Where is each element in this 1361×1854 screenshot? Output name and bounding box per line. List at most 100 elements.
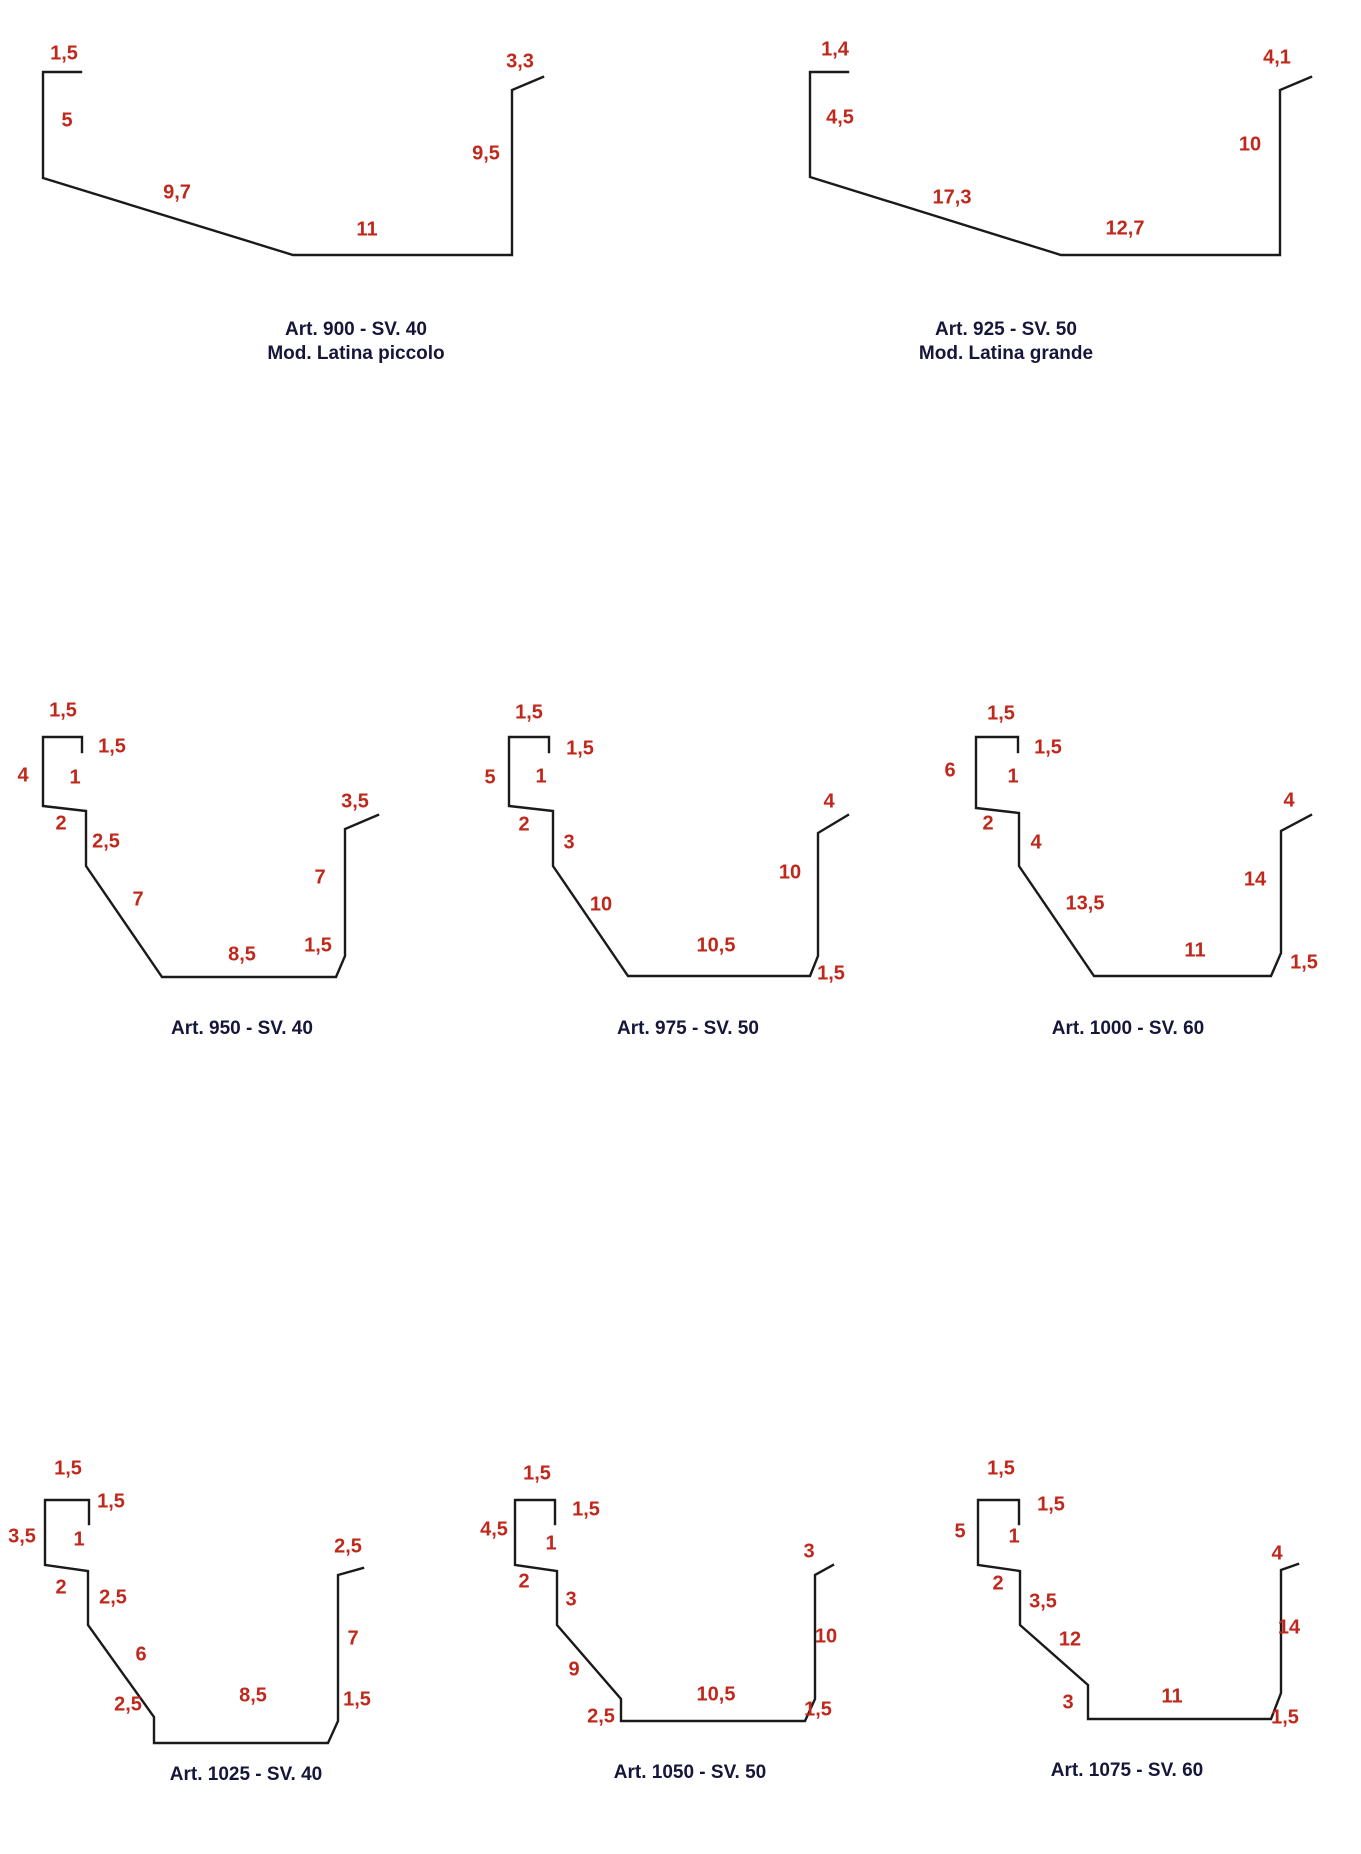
dimension-label: 7	[347, 1627, 358, 1649]
dimension-label: 10	[590, 893, 612, 915]
dimension-label: 2	[55, 1576, 66, 1598]
dimension-label: 1,5	[49, 699, 77, 721]
dimension-label: 3	[803, 1540, 814, 1562]
dimension-label: 11	[1161, 1685, 1182, 1707]
dimension-label: 6	[944, 759, 955, 781]
dimension-label: 2	[992, 1572, 1003, 1594]
dimension-label: 10	[1239, 133, 1261, 155]
model-caption: Mod. Latina piccolo	[267, 343, 444, 364]
dimension-label: 3,3	[506, 50, 534, 72]
dimension-label: 12	[1059, 1628, 1081, 1650]
dimension-label: 11	[356, 218, 377, 240]
gutter-profile-outline	[41, 735, 380, 979]
dimension-label: 4,5	[826, 106, 854, 128]
dimension-label: 4	[823, 790, 835, 812]
dimension-label: 1,5	[1290, 951, 1318, 973]
article-caption: Art. 1000 - SV. 60	[1052, 1018, 1204, 1039]
dimension-label: 1,5	[304, 934, 332, 956]
dimension-label: 9,5	[472, 142, 500, 164]
dimension-label: 5	[484, 766, 495, 788]
dimension-label: 1,5	[1037, 1493, 1065, 1515]
dimension-label: 9,7	[163, 181, 191, 203]
article-caption: Art. 950 - SV. 40	[171, 1018, 313, 1039]
dimension-label: 3	[563, 831, 574, 853]
dimension-label: 4	[1030, 831, 1042, 853]
dimension-label: 17,3	[933, 186, 972, 208]
dimension-label: 2	[982, 812, 993, 834]
dimension-label: 3,5	[8, 1525, 36, 1547]
dimension-label: 1,5	[566, 737, 594, 759]
dimension-label: 11	[1184, 939, 1205, 961]
dimension-label: 3,5	[341, 790, 369, 812]
dimension-label: 3	[565, 1588, 576, 1610]
dimension-label: 2,5	[587, 1705, 615, 1727]
dimension-label: 1	[1007, 765, 1018, 787]
dimension-label: 1	[69, 766, 80, 788]
dimension-label: 13,5	[1066, 892, 1105, 914]
dimension-label: 1,5	[987, 1457, 1015, 1479]
dimension-label: 1,5	[50, 42, 78, 64]
dimension-label: 2	[518, 1570, 529, 1592]
gutter-profile-outline	[507, 735, 850, 978]
model-caption: Mod. Latina grande	[919, 343, 1093, 364]
dimension-label: 1,5	[1271, 1706, 1299, 1728]
dimension-label: 2,5	[114, 1693, 142, 1715]
article-caption: Art. 975 - SV. 50	[617, 1018, 759, 1039]
dimension-label: 2	[55, 812, 66, 834]
dimension-label: 12,7	[1106, 217, 1145, 239]
dimension-label: 8,5	[228, 943, 256, 965]
dimension-label: 1,5	[1034, 736, 1062, 758]
dimension-label: 1,5	[343, 1688, 371, 1710]
dimension-label: 14	[1244, 868, 1267, 890]
dimension-label: 14	[1278, 1616, 1301, 1638]
dimension-label: 10,5	[697, 1683, 736, 1705]
dimension-label: 4,1	[1263, 46, 1291, 68]
dimension-label: 6	[135, 1643, 146, 1665]
dimension-label: 1,5	[97, 1490, 125, 1512]
dimension-label: 7	[132, 888, 143, 910]
article-caption: Art. 900 - SV. 40	[285, 319, 427, 340]
dimension-label: 2	[518, 813, 529, 835]
dimension-label: 8,5	[239, 1684, 267, 1706]
dimension-label: 1,5	[54, 1457, 82, 1479]
dimension-label: 5	[61, 109, 72, 131]
dimension-label: 1,5	[817, 962, 845, 984]
article-caption: Art. 925 - SV. 50	[935, 319, 1077, 340]
dimension-label: 1,4	[821, 38, 850, 60]
dimension-label: 1,5	[572, 1498, 600, 1520]
article-caption: Art. 1075 - SV. 60	[1051, 1760, 1203, 1781]
dimension-label: 1	[545, 1532, 556, 1554]
article-caption: Art. 1025 - SV. 40	[170, 1764, 322, 1785]
gutter-profile-outline	[43, 1498, 365, 1745]
dimension-label: 1,5	[523, 1462, 551, 1484]
gutter-profile-outline	[974, 735, 1313, 978]
dimension-label: 10	[779, 861, 801, 883]
dimension-label: 3	[1062, 1691, 1073, 1713]
article-caption: Art. 1050 - SV. 50	[614, 1762, 766, 1783]
dimension-label: 3,5	[1029, 1590, 1057, 1612]
dimension-label: 1	[535, 765, 546, 787]
dimension-label: 1	[1008, 1525, 1019, 1547]
dimension-label: 10,5	[697, 934, 736, 956]
dimension-label: 2,5	[334, 1535, 362, 1557]
dimension-label: 9	[568, 1658, 579, 1680]
dimension-label: 1,5	[515, 701, 543, 723]
gutter-profile-outline	[513, 1498, 835, 1723]
dimension-label: 7	[314, 866, 325, 888]
dimension-label: 1,5	[98, 735, 126, 757]
dimension-label: 4	[1283, 789, 1295, 811]
dimension-label: 4,5	[480, 1518, 508, 1540]
gutter-profile-outline	[41, 70, 545, 257]
dimension-label: 1,5	[804, 1698, 832, 1720]
